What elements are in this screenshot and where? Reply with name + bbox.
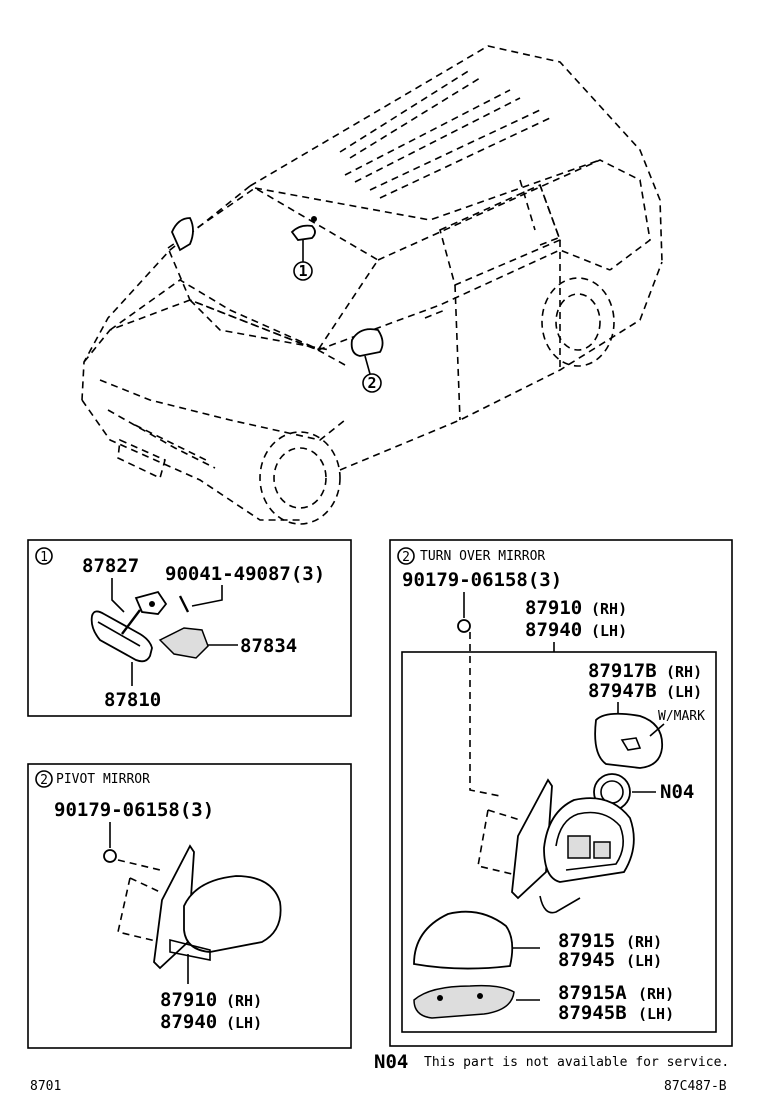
panel-3-index: 2 xyxy=(402,550,410,565)
to-87940-side: (LH) xyxy=(591,622,627,640)
pv-87940-side: (LH) xyxy=(226,1014,262,1032)
to-87910-side: (RH) xyxy=(591,600,627,618)
part-87834: 87834 xyxy=(240,635,297,657)
part-87827: 87827 xyxy=(82,555,139,577)
panel-1-index: 1 xyxy=(40,550,48,565)
pivot-mirror-panel: 2 PIVOT MIRROR 90179-06158(3) 87910 (RH)… xyxy=(27,763,352,1049)
inner-mirror-panel: 1 87827 90041-49087(3) 87834 87810 xyxy=(27,539,352,717)
mirror-glass-icon xyxy=(594,712,663,769)
pv-87940: 87940 xyxy=(160,1011,217,1033)
pivot-mirror-icon xyxy=(183,875,282,953)
to-87947b-side: (LH) xyxy=(666,683,702,701)
to-87945: 87945 xyxy=(558,949,615,971)
to-90179-06158: 90179-06158(3) xyxy=(402,569,562,591)
panel-2-title: PIVOT MIRROR xyxy=(56,772,150,787)
part-90041-49087: 90041-49087(3) xyxy=(165,563,325,585)
callout-1: 1 xyxy=(298,262,307,280)
to-87915a: 87915A xyxy=(558,982,627,1004)
mirror-cover-icon xyxy=(413,910,514,970)
to-wmark: W/MARK xyxy=(658,709,705,724)
turn-lamp-icon xyxy=(413,984,515,1019)
page-ref: 8701 xyxy=(30,1079,61,1094)
callout-2: 2 xyxy=(367,374,376,392)
panel-3-title: TURN OVER MIRROR xyxy=(420,549,545,564)
part-87810: 87810 xyxy=(104,689,161,711)
footer: N04 This part is not available for servi… xyxy=(30,1051,729,1094)
to-87945b-side: (LH) xyxy=(638,1005,674,1023)
to-87917b-side: (RH) xyxy=(666,663,702,681)
to-87910: 87910 xyxy=(525,597,582,619)
turn-over-mirror-panel: 2 TURN OVER MIRROR 90179-06158(3) 87910 … xyxy=(389,539,733,1047)
pv-87910-side: (RH) xyxy=(226,992,262,1010)
vehicle-overview: 1 2 xyxy=(81,45,663,525)
to-87915a-side: (RH) xyxy=(638,985,674,1003)
drawing-number: 87C487-B xyxy=(664,1079,727,1094)
to-87947b: 87947B xyxy=(588,680,657,702)
to-87917b: 87917B xyxy=(588,660,657,682)
note-text: This part is not available for service. xyxy=(424,1055,729,1070)
to-87945b: 87945B xyxy=(558,1002,627,1024)
to-87915-side: (RH) xyxy=(626,933,662,951)
pv-87910: 87910 xyxy=(160,989,217,1011)
to-87945-side: (LH) xyxy=(626,952,662,970)
note-code: N04 xyxy=(374,1051,408,1073)
part-90179-06158: 90179-06158(3) xyxy=(54,799,214,821)
panel-2-index: 2 xyxy=(40,773,48,788)
to-n04: N04 xyxy=(660,781,694,803)
to-87915: 87915 xyxy=(558,930,615,952)
to-87940: 87940 xyxy=(525,619,582,641)
